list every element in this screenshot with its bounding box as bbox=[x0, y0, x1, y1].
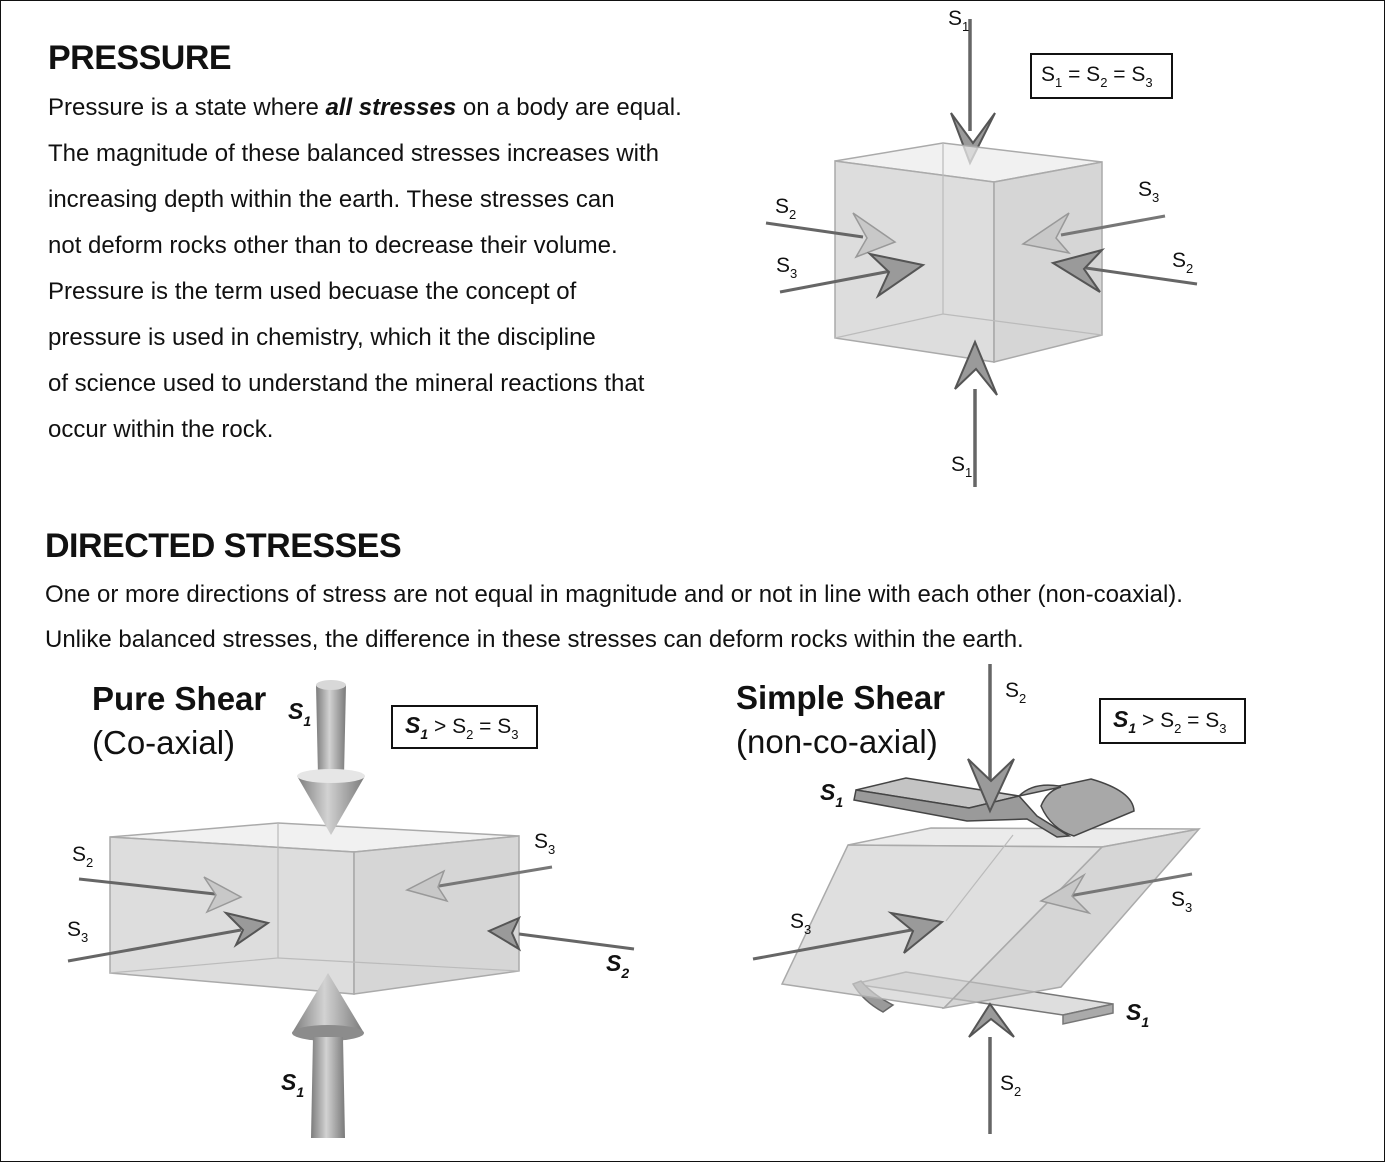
label-s3-right-simple: S3 bbox=[1171, 888, 1192, 915]
s3-right-shaft bbox=[438, 865, 553, 888]
simple-shear-title-block: Simple Shear (non-co-axial) bbox=[736, 676, 945, 764]
label-s3-left: S3 bbox=[776, 254, 797, 281]
simple-shear-parallelogram-block bbox=[780, 827, 1201, 1010]
s3-right-arrowhead bbox=[404, 869, 449, 903]
label-s3-right-pure: S3 bbox=[534, 830, 555, 857]
pressure-line-6: pressure is used in chemistry, which it … bbox=[48, 324, 596, 351]
pure-shear-title-block: Pure Shear (Co-axial) bbox=[92, 677, 266, 765]
pure-shear-equation-box bbox=[391, 705, 538, 749]
pressure-line-5: Pressure is the term used becuase the co… bbox=[48, 278, 577, 305]
sheared-block-side bbox=[941, 827, 1201, 1010]
simple-shear-top-plate bbox=[853, 777, 1135, 838]
pressure-heading: PRESSURE bbox=[48, 39, 232, 77]
s3-right-shaft bbox=[1060, 214, 1166, 237]
simple-shear-subtitle: (non-co-axial) bbox=[736, 723, 938, 760]
pressure-line-3: increasing depth within the earth. These… bbox=[48, 186, 615, 213]
s1-bottom-cone-shaft bbox=[311, 1037, 345, 1138]
cube-front-face bbox=[834, 160, 995, 363]
s3-left-arrowhead-simple bbox=[887, 911, 945, 954]
label-s1-bottom: S1 bbox=[951, 453, 972, 480]
label-s2-right-pure: S2 bbox=[606, 950, 629, 981]
pressure-line-2: The magnitude of these balanced stresses… bbox=[48, 140, 660, 167]
s1-bottom-cone-arrow bbox=[292, 973, 364, 1138]
sheared-block-hidden-edge bbox=[945, 834, 1014, 922]
s3-left-arrowhead bbox=[222, 911, 271, 948]
s3-right-arrowhead bbox=[1021, 212, 1071, 255]
s2-right-arrowhead bbox=[1050, 248, 1106, 293]
label-s3-left-pure: S3 bbox=[67, 918, 88, 945]
pressure-line-8: occur within the rock. bbox=[48, 416, 274, 443]
label-s1-bottom-pure: S1 bbox=[281, 1069, 304, 1100]
pressure-cube-diagram: S1 S2 S3 S3 S2 S1 S1 = S2 = S3 bbox=[765, 7, 1198, 487]
all-stresses-emphasis: all stresses bbox=[325, 94, 457, 121]
directed-stresses-line-2: Unlike balanced stresses, the difference… bbox=[45, 626, 1024, 653]
bottom-plate-edge bbox=[1062, 1003, 1114, 1025]
s1-bottom-cone-head bbox=[292, 973, 364, 1033]
s3-left-arrowhead bbox=[866, 252, 926, 299]
pressure-equation-box bbox=[1030, 53, 1173, 99]
cube-hidden-edge bbox=[942, 313, 1103, 336]
block-hidden-edge bbox=[277, 957, 520, 972]
label-s2-left-pure: S2 bbox=[72, 843, 93, 870]
pure-shear-equation: S1 > S2 = S3 bbox=[405, 712, 519, 742]
s3-right-shaft-simple bbox=[1068, 872, 1193, 898]
pure-shear-diagram: S1 S2 S3 S3 S2 S1 S1 > S2 = S3 bbox=[67, 680, 635, 1138]
s2-left-shaft bbox=[765, 221, 864, 239]
label-s3-right: S3 bbox=[1138, 178, 1159, 205]
pure-shear-subtitle: (Co-axial) bbox=[92, 724, 236, 761]
label-s2-left: S2 bbox=[775, 195, 796, 222]
pressure-line-1: Pressure is a state where all stresses o… bbox=[48, 94, 682, 121]
simple-shear-equation: S1 > S2 = S3 bbox=[1113, 706, 1227, 736]
s2-left-shaft bbox=[78, 877, 216, 896]
s3-left-shaft bbox=[779, 269, 892, 294]
s1-top-cone-head bbox=[297, 776, 365, 835]
label-s2-right: S2 bbox=[1172, 249, 1193, 276]
label-s1-bottom-simple: S1 bbox=[1126, 999, 1149, 1030]
pure-shear-title: Pure Shear bbox=[92, 680, 267, 717]
pressure-line-7: of science used to understand the minera… bbox=[48, 370, 645, 397]
directed-stresses-heading: DIRECTED STRESSES bbox=[45, 527, 402, 565]
pressure-equation: S1 = S2 = S3 bbox=[1041, 63, 1153, 90]
s1-bottom-arrowhead bbox=[954, 339, 998, 396]
s2-bottom-arrowhead-simple bbox=[968, 1002, 1015, 1038]
s3-left-shaft bbox=[67, 928, 242, 963]
label-s1-top-pure: S1 bbox=[288, 698, 311, 729]
s1-top-cone-rim bbox=[297, 769, 365, 783]
pressure-line-4: not deform rocks other than to decrease … bbox=[48, 232, 618, 259]
s2-top-arrowhead-simple bbox=[967, 758, 1015, 814]
block-side-face bbox=[353, 835, 520, 995]
s3-left-shaft-simple bbox=[752, 927, 918, 961]
label-s1-top-simple: S1 bbox=[820, 779, 843, 810]
s1-top-cone-shaft bbox=[316, 685, 346, 776]
s3-right-arrowhead-simple bbox=[1039, 872, 1092, 915]
simple-shear-equation-box bbox=[1099, 698, 1246, 744]
simple-shear-diagram: S2 S1 S3 S3 S1 S2 S1 > S2 = S3 bbox=[752, 664, 1246, 1134]
top-plate-hook bbox=[1016, 778, 1135, 837]
s2-right-shaft bbox=[1085, 266, 1198, 286]
s2-left-arrowhead bbox=[852, 212, 897, 259]
label-s2-bottom-simple: S2 bbox=[1000, 1072, 1021, 1099]
top-plate-edge bbox=[853, 789, 1072, 838]
s1-bottom-cone-rim bbox=[292, 1025, 364, 1041]
label-s1-top: S1 bbox=[948, 7, 969, 34]
label-s2-top-simple: S2 bbox=[1005, 679, 1026, 706]
s1-top-cone-arrow bbox=[297, 680, 365, 835]
pure-shear-block bbox=[109, 822, 520, 995]
s2-left-arrowhead bbox=[203, 876, 243, 914]
simple-shear-title: Simple Shear bbox=[736, 679, 946, 716]
s1-top-cone-cap bbox=[316, 680, 346, 690]
s2-right-arrowhead bbox=[486, 916, 522, 952]
s2-right-shaft bbox=[518, 932, 635, 951]
pressure-description: Pressure is a state where all stresses o… bbox=[48, 85, 682, 453]
directed-stresses-line-1: One or more directions of stress are not… bbox=[45, 581, 1183, 608]
pressure-cube bbox=[834, 142, 1103, 363]
label-s3-left-simple: S3 bbox=[790, 910, 811, 937]
